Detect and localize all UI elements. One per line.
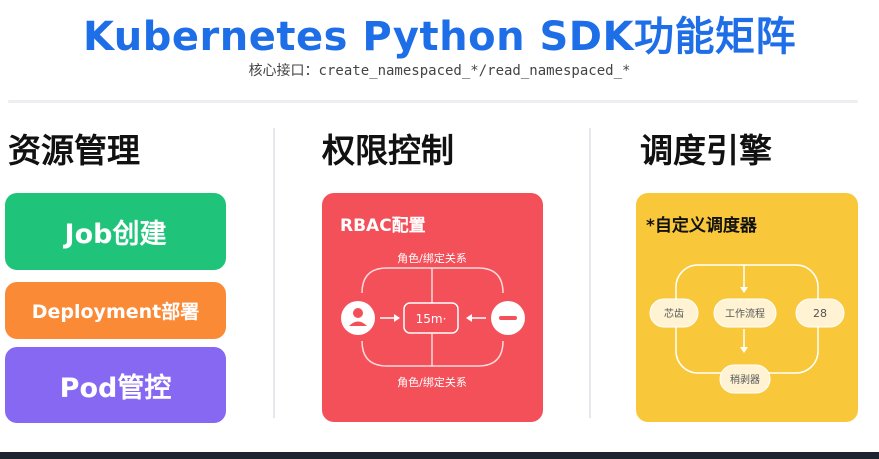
rbac-center-box <box>403 302 459 334</box>
scheduler-panel: *自定义调度器 芯齿 工作流程 28 稍剥器 <box>636 193 858 422</box>
scheduler-node-right-label: 28 <box>813 307 827 320</box>
scheduler-arrow-top-head <box>740 287 748 293</box>
card-deployment: Deployment部署 <box>5 282 226 339</box>
column-divider-2 <box>589 128 591 418</box>
rbac-panel-title: RBAC配置 <box>340 216 426 236</box>
header-divider <box>8 100 858 103</box>
scheduler-panel-title: *自定义调度器 <box>646 216 757 236</box>
scheduler-node-center-label: 工作流程 <box>725 307 765 320</box>
scheduler-node-left <box>649 298 699 328</box>
scheduler-arrow-mid-head <box>740 347 748 353</box>
section-title-scheduling: 调度引擎 <box>640 131 772 170</box>
rbac-panel: RBAC配置 角色/绑定关系 角色/绑定关系 15m· <box>322 193 543 422</box>
card-pod-control: Pod管控 <box>5 347 226 423</box>
card-job-create: Job创建 <box>5 193 226 270</box>
scheduler-node-bottom-label: 稍剥器 <box>730 373 760 386</box>
rbac-diagram <box>341 267 525 367</box>
scheduler-node-center <box>713 298 777 328</box>
bottom-bar <box>0 452 879 459</box>
user-icon <box>341 301 375 335</box>
section-title-resource: 资源管理 <box>8 131 140 170</box>
minus-icon <box>491 301 525 335</box>
column-divider-1 <box>273 128 275 418</box>
section-title-permission: 权限控制 <box>322 131 454 170</box>
page-title: Kubernetes Python SDK功能矩阵 <box>83 14 796 60</box>
scheduler-node-right <box>795 298 845 328</box>
scheduler-node-left-label: 芯齿 <box>664 307 684 320</box>
page-subtitle: 核心接口：create_namespaced_*/read_namespaced… <box>248 63 631 79</box>
rbac-arrow-left-head <box>394 314 400 322</box>
scheduler-diagram: 芯齿 工作流程 28 稍剥器 <box>649 264 845 394</box>
scheduler-node-bottom <box>719 364 771 394</box>
rbac-arrow-right-head <box>466 314 472 322</box>
